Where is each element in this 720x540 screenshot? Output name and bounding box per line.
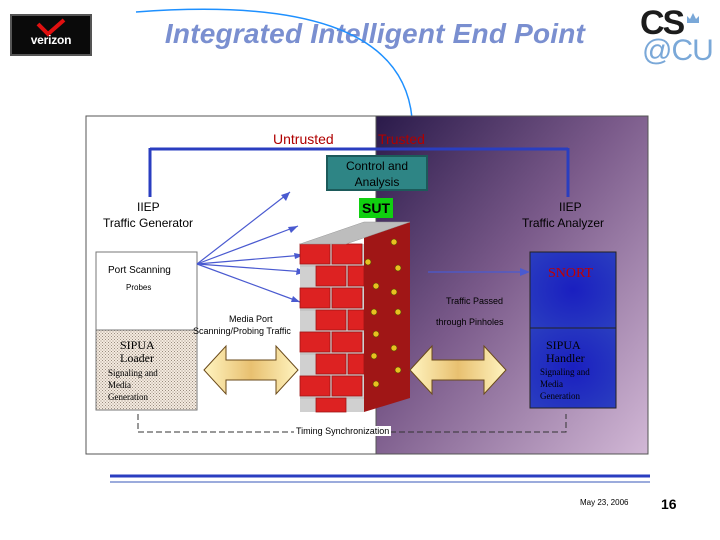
trusted-label: Trusted [378,131,425,147]
sipua-handler-line2: Handler [546,351,585,365]
traffic-passed-arrowhead [520,268,530,276]
generator-label-line2: Traffic Generator [103,216,194,230]
sipua-loader-line1: SIPUA [120,338,155,352]
generator-label-line1: IIEP [137,200,160,214]
control-analysis-box: Control and Analysis [326,155,428,191]
cs-logo-text: CS [640,4,685,42]
analyzer-label-line2: Traffic Analyzer [522,216,605,230]
sipua-loader-line2: Loader [120,351,154,365]
untrusted-label: Untrusted [273,131,334,147]
pinhole-markers [364,238,402,388]
columbia-crown-icon [687,13,699,23]
port-scanning-label: Port Scanning [108,265,171,276]
signaling-arrow-left [203,344,299,396]
sipua-handler-box [529,327,617,409]
through-pinholes-label: through Pinholes [436,317,504,327]
signaling-arrow-right [409,344,507,396]
cs-columbia-logo: CS @CU [640,4,714,67]
media-port-label-line2: Scanning/Probing Traffic [193,326,291,336]
generator-probe-box [95,251,198,331]
signaling-right-line3: Generation [540,391,580,401]
probe-arrowheads [281,192,306,302]
signaling-left-line1: Signaling and [108,368,158,378]
verizon-wordmark: verizon [30,33,72,47]
media-port-label-line1: Media Port [229,314,273,324]
verizon-checkmark-icon [36,18,66,37]
probe-lines [196,191,307,303]
snort-label: SNORT [548,266,594,281]
verizon-logo: verizon [10,14,92,56]
slide-date: May 23, 2006 [580,498,629,507]
signaling-right-line2: Media [540,379,563,389]
probes-label: Probes [126,283,152,292]
header-curve-line [135,8,413,119]
cu-logo-text: @CU [642,34,714,67]
signaling-left-line2: Media [108,380,131,390]
signaling-left-line3: Generation [108,392,148,402]
slide-title: Integrated Intelligent End Point [164,18,586,49]
page-number: 16 [661,496,677,512]
signaling-right-line1: Signaling and [540,367,590,377]
traffic-passed-label: Traffic Passed [446,296,504,306]
analyzer-label-line1: IIEP [559,200,582,214]
sipua-handler-line1: SIPUA [546,338,581,352]
sut-label: SUT [359,198,393,218]
sipua-loader-box [95,329,198,411]
firewall-wall [299,221,411,413]
snort-box [529,251,617,329]
timing-sync-line [137,414,567,433]
timing-sync-label: Timing Synchronization [294,426,392,436]
